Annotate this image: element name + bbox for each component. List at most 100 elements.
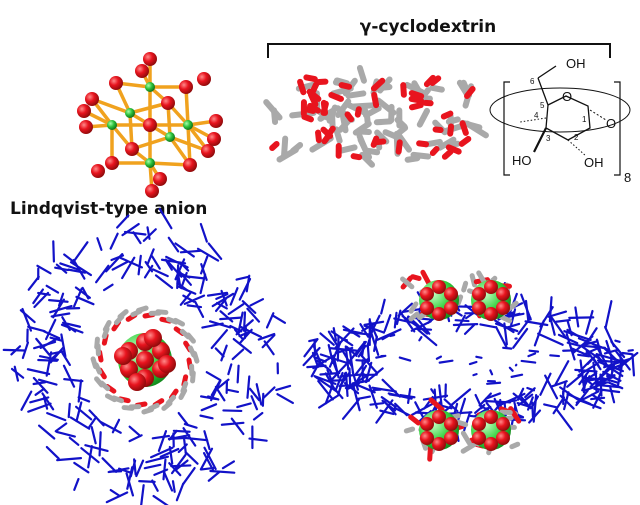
- oxygen-atom: [125, 142, 139, 156]
- framework-bond: [532, 394, 538, 423]
- framework-bond: [393, 406, 411, 417]
- framework-bond: [37, 378, 58, 386]
- framework-bond: [363, 320, 385, 326]
- framework-bond: [107, 467, 130, 474]
- framework-bond: [2, 348, 26, 352]
- framework-bond: [34, 387, 45, 396]
- framework-bond: [609, 386, 616, 404]
- carbon-bond: [365, 147, 381, 156]
- framework-bond: [154, 274, 174, 289]
- cd-bond: [135, 305, 149, 313]
- framework-bond: [242, 311, 247, 332]
- cd-bond: [469, 273, 478, 288]
- oxygen-bond: [321, 131, 333, 145]
- oxygen-bond: [309, 81, 320, 95]
- anion-oxygen: [496, 417, 510, 431]
- framework-bond: [376, 328, 402, 341]
- anion-oxygen: [444, 301, 458, 315]
- framework-bond: [559, 386, 581, 403]
- framework-bond: [172, 429, 191, 433]
- framework-bond: [524, 320, 549, 327]
- framework-bond: [366, 343, 371, 362]
- oxygen-atom: [79, 120, 93, 134]
- carbon-bond: [337, 144, 358, 154]
- framework-bond: [577, 353, 591, 358]
- framework-bond: [33, 340, 57, 350]
- carbon-number-5: 5: [540, 101, 545, 110]
- oxygen-atom: [201, 144, 215, 158]
- carbon-bond: [445, 116, 461, 125]
- oxygen-bond: [400, 82, 407, 98]
- framework-bond: [200, 403, 218, 412]
- framework-bond: [417, 328, 438, 347]
- framework-bond: [143, 264, 154, 279]
- framework-bond: [383, 314, 392, 333]
- framework-bond: [454, 319, 470, 323]
- framework-bond: [312, 354, 336, 370]
- oxygen-atom: [153, 172, 167, 186]
- cd-bond: [172, 317, 186, 327]
- framework-bond: [430, 388, 435, 395]
- framework-bond: [219, 310, 234, 323]
- framework-bond: [246, 375, 251, 399]
- lindqvist-anion-model: [77, 52, 223, 198]
- oxygen-bond: [315, 129, 322, 144]
- oxygen-atom: [197, 72, 211, 86]
- oh-right-label: OH: [584, 155, 604, 170]
- carbon-number-1: 1: [582, 115, 587, 124]
- framework-bond: [220, 344, 228, 362]
- oxygen-bond: [307, 102, 321, 114]
- framework-bond: [380, 298, 386, 315]
- framework-bond: [75, 295, 95, 306]
- framework-bond: [45, 351, 53, 377]
- framework-bond: [368, 384, 378, 409]
- cd-bond: [102, 319, 112, 333]
- framework-bond: [167, 434, 191, 441]
- cyclodextrin-ring-top-view: [90, 305, 200, 415]
- framework-bond: [87, 416, 98, 429]
- framework-bond: [539, 306, 554, 328]
- metal-atom: [165, 132, 175, 142]
- framework-bond: [359, 353, 379, 375]
- framework-bond: [219, 316, 243, 321]
- framework-bond: [516, 387, 525, 401]
- framework-bond: [351, 371, 360, 391]
- framework-bond: [330, 384, 344, 400]
- framework-bond: [348, 367, 352, 387]
- framework-bond: [90, 426, 97, 445]
- framework-bond: [49, 304, 73, 314]
- metal-atom: [183, 120, 193, 130]
- framework-bond: [478, 392, 492, 407]
- framework-bond: [326, 368, 334, 385]
- framework-bond: [373, 335, 378, 353]
- cyclodextrin-anion-stack-lower: [403, 397, 522, 462]
- oxygen-bond: [297, 78, 307, 96]
- framework-bond: [63, 253, 75, 263]
- framework-bond: [45, 318, 57, 341]
- anion-spacefill-top-view: [114, 329, 176, 391]
- framework-bond: [351, 382, 361, 412]
- framework-bond: [46, 412, 67, 422]
- carbon-bond: [333, 126, 343, 144]
- carbon-bond: [436, 136, 457, 151]
- framework-bond: [119, 256, 143, 269]
- framework-bond: [257, 332, 276, 341]
- framework-bond: [627, 349, 634, 352]
- framework-bond: [585, 309, 594, 335]
- oxygen-bond: [429, 75, 442, 87]
- framework-bond: [262, 386, 276, 400]
- framework-bond: [582, 327, 598, 349]
- framework-bond: [209, 469, 236, 474]
- framework-bond: [462, 411, 472, 432]
- framework-bond: [182, 275, 205, 280]
- framework-bond: [399, 311, 416, 333]
- torus-ellipse: [489, 87, 631, 133]
- framework-bond: [235, 275, 250, 281]
- framework-bond: [252, 411, 264, 421]
- carbon-bond: [429, 84, 445, 93]
- framework-bond: [606, 374, 616, 378]
- framework-bond: [211, 292, 235, 308]
- framework-bond: [98, 431, 102, 457]
- oxygen-bond: [464, 86, 476, 100]
- framework-bond: [512, 327, 529, 349]
